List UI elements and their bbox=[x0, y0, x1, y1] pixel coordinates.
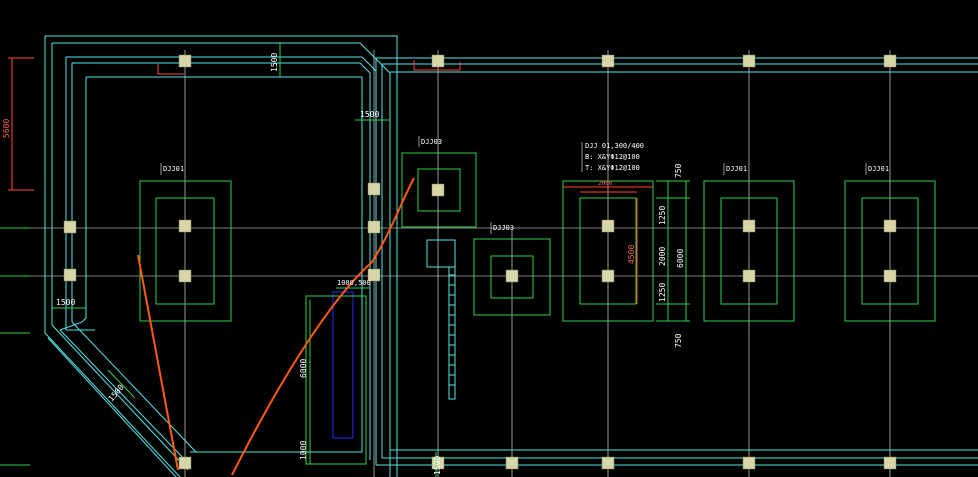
label-dj01: DJJ01 bbox=[726, 165, 747, 173]
dim-1500-right: 1500 bbox=[360, 110, 379, 119]
dim-1500-left: 1500 bbox=[56, 298, 75, 307]
dim-1500-top: 1500 bbox=[270, 53, 279, 72]
column bbox=[63, 220, 77, 234]
column bbox=[883, 456, 897, 470]
foundation-dj01-b[interactable] bbox=[562, 180, 654, 322]
column bbox=[742, 54, 756, 68]
foundation-dj01-left[interactable] bbox=[139, 180, 232, 322]
column bbox=[505, 269, 519, 283]
dim-1500-bottom: 1500 bbox=[433, 456, 442, 475]
column bbox=[601, 456, 615, 470]
wall-outline-left bbox=[44, 35, 398, 477]
column bbox=[883, 54, 897, 68]
column bbox=[601, 269, 615, 283]
column bbox=[63, 268, 77, 282]
dim-5600: 5600 bbox=[2, 119, 11, 138]
column bbox=[601, 54, 615, 68]
dim-750-top: 750 bbox=[674, 163, 683, 178]
annotation-line-1: DJJ 01,300/400 bbox=[585, 142, 644, 150]
dim-2000: 2000 bbox=[658, 247, 667, 266]
column bbox=[742, 219, 756, 233]
reinforcement-annotation: DJJ 01,300/400 B: X&YΦ12@100 T: X&YΦ12@1… bbox=[581, 142, 644, 172]
dimension-texts: 5600 1500 1500 1500 1500 750 1250 2000 6… bbox=[2, 53, 685, 475]
red-markers bbox=[8, 57, 653, 304]
grid-lines bbox=[0, 50, 978, 477]
label-dj03: DJJ03 bbox=[493, 224, 514, 232]
dim-1250-bottom: 1250 bbox=[658, 283, 667, 302]
dim-6000: 6000 bbox=[676, 249, 685, 268]
column bbox=[742, 269, 756, 283]
dim-1250-top: 1250 bbox=[658, 206, 667, 225]
column bbox=[178, 219, 192, 233]
dimension-lines bbox=[52, 42, 690, 477]
column bbox=[505, 456, 519, 470]
column bbox=[178, 269, 192, 283]
column bbox=[601, 219, 615, 233]
blue-trench[interactable] bbox=[305, 291, 367, 465]
column bbox=[367, 220, 381, 234]
column bbox=[431, 456, 445, 470]
dim-1000-trench: 1000 bbox=[299, 441, 308, 460]
label-dj01: DJJ01 bbox=[868, 165, 889, 173]
stair-element[interactable] bbox=[426, 239, 456, 400]
column bbox=[178, 456, 192, 470]
foundation-dj03-top[interactable] bbox=[401, 152, 477, 228]
dim-6000-trench: 6000 bbox=[299, 359, 308, 378]
dim-2000-horizontal: 2000 bbox=[598, 180, 613, 187]
column bbox=[883, 269, 897, 283]
dim-4500: 4500 bbox=[627, 245, 636, 264]
dim-1000-500: 1000,500 bbox=[337, 279, 371, 287]
dim-750-bottom: 750 bbox=[674, 333, 683, 348]
annotation-line-2: B: X&YΦ12@100 bbox=[585, 153, 640, 161]
columns[interactable] bbox=[63, 54, 897, 470]
foundation-dj01-c[interactable] bbox=[703, 180, 795, 322]
column bbox=[431, 183, 445, 197]
column bbox=[883, 219, 897, 233]
foundation-dj03-mid[interactable] bbox=[473, 238, 551, 316]
left-ticks bbox=[0, 227, 30, 466]
orange-sketch-lines bbox=[137, 177, 415, 476]
foundation-labels: DJJ01 DJJ03 DJJ03 DJJ01 DJJ01 bbox=[160, 136, 889, 234]
column bbox=[367, 268, 381, 282]
column bbox=[178, 54, 192, 68]
wall-outline-right bbox=[375, 57, 978, 466]
column bbox=[431, 54, 445, 68]
label-dj03: DJJ03 bbox=[421, 138, 442, 146]
column bbox=[367, 182, 381, 196]
column bbox=[742, 456, 756, 470]
annotation-line-3: T: X&YΦ12@100 bbox=[585, 164, 640, 172]
label-dj01: DJJ01 bbox=[163, 165, 184, 173]
foundation-dj01-d[interactable] bbox=[844, 180, 936, 322]
